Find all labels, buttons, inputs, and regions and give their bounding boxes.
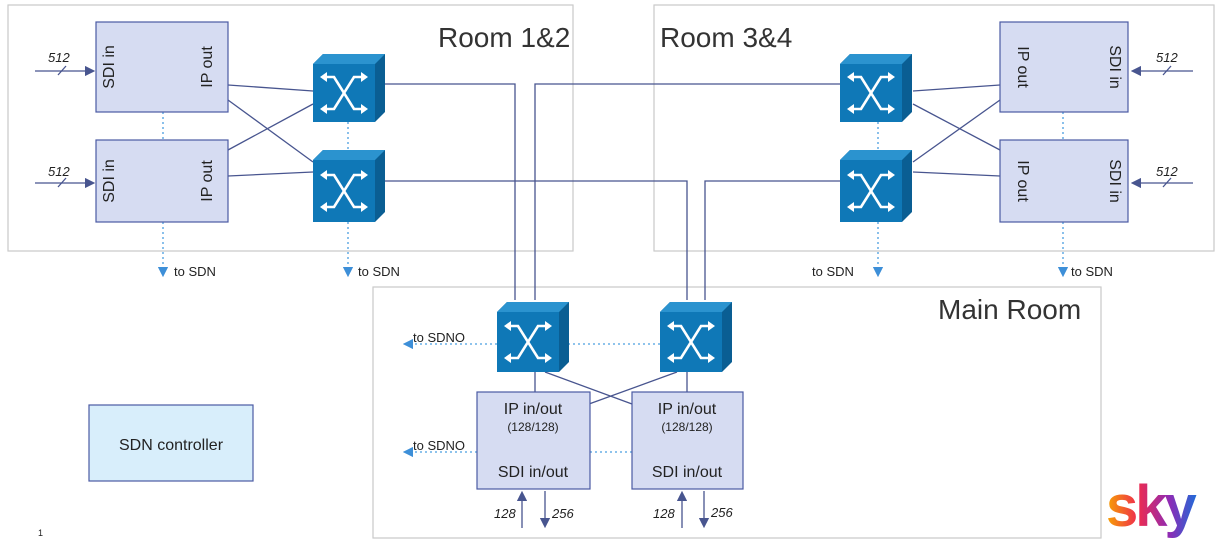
network-switch-icon bbox=[497, 302, 569, 372]
sdi-inout-label: SDI in/out bbox=[652, 464, 723, 481]
io-in-count: 128 bbox=[653, 506, 675, 521]
sky-logo: sky bbox=[1106, 474, 1200, 539]
to-sdn-label: to SDN bbox=[812, 264, 854, 279]
ratio-label: (128/128) bbox=[507, 420, 558, 434]
page-number: 1 bbox=[38, 528, 43, 538]
sdi-inout-label: SDI in/out bbox=[498, 464, 569, 481]
input-arrows bbox=[35, 65, 1193, 189]
input-count-label: 512 bbox=[48, 164, 70, 179]
room-3-4-title: Room 3&4 bbox=[660, 22, 792, 53]
to-sdno-label: to SDNO bbox=[413, 438, 465, 453]
input-count-label: 512 bbox=[48, 50, 70, 65]
connection-lines bbox=[227, 83, 1001, 405]
to-sdn-label: to SDN bbox=[1071, 264, 1113, 279]
edge-box: SDI in IP out bbox=[95, 21, 229, 113]
io-out-count: 256 bbox=[551, 506, 574, 521]
sdn-controller-label: SDN controller bbox=[119, 437, 224, 454]
main-room-title: Main Room bbox=[938, 294, 1081, 325]
sdi-in-label: SDI in bbox=[1106, 45, 1123, 89]
svg-text:sky: sky bbox=[1106, 474, 1197, 539]
input-count-label: 512 bbox=[1156, 50, 1178, 65]
dotted-links bbox=[157, 112, 1069, 458]
network-switch-icon bbox=[313, 150, 385, 222]
network-switch-icon bbox=[313, 54, 385, 122]
network-switch-icon bbox=[660, 302, 732, 372]
edge-box: IP out SDI in bbox=[999, 21, 1129, 113]
input-count-label: 512 bbox=[1156, 164, 1178, 179]
sdi-in-label: SDI in bbox=[101, 45, 118, 89]
io-in-count: 128 bbox=[494, 506, 516, 521]
io-arrows bbox=[516, 490, 710, 529]
edge-box: IP out SDI in bbox=[999, 139, 1129, 223]
ip-out-label: IP out bbox=[199, 46, 216, 88]
sdn-controller-box: SDN controller bbox=[88, 404, 254, 482]
ip-sdi-gateway-box: IP in/out (128/128) SDI in/out bbox=[631, 391, 744, 490]
ratio-label: (128/128) bbox=[661, 420, 712, 434]
to-sdno-label: to SDNO bbox=[413, 330, 465, 345]
ip-inout-label: IP in/out bbox=[504, 401, 563, 418]
room-1-2-title: Room 1&2 bbox=[438, 22, 570, 53]
ip-sdi-gateway-box: IP in/out (128/128) SDI in/out bbox=[476, 391, 591, 490]
network-switch-icon bbox=[840, 150, 912, 222]
room-3-4-frame bbox=[653, 4, 1215, 252]
to-sdn-label: to SDN bbox=[174, 264, 216, 279]
to-sdn-label: to SDN bbox=[358, 264, 400, 279]
sdi-in-label: SDI in bbox=[1106, 159, 1123, 203]
ip-out-label: IP out bbox=[1014, 46, 1031, 88]
room-1-2-frame bbox=[7, 4, 574, 252]
ip-out-label: IP out bbox=[199, 160, 216, 202]
sdi-in-label: SDI in bbox=[101, 159, 118, 203]
edge-box: SDI in IP out bbox=[95, 139, 229, 223]
ip-inout-label: IP in/out bbox=[658, 401, 717, 418]
ip-out-label: IP out bbox=[1014, 160, 1031, 202]
io-out-count: 256 bbox=[710, 505, 733, 520]
network-switch-icon bbox=[840, 54, 912, 122]
